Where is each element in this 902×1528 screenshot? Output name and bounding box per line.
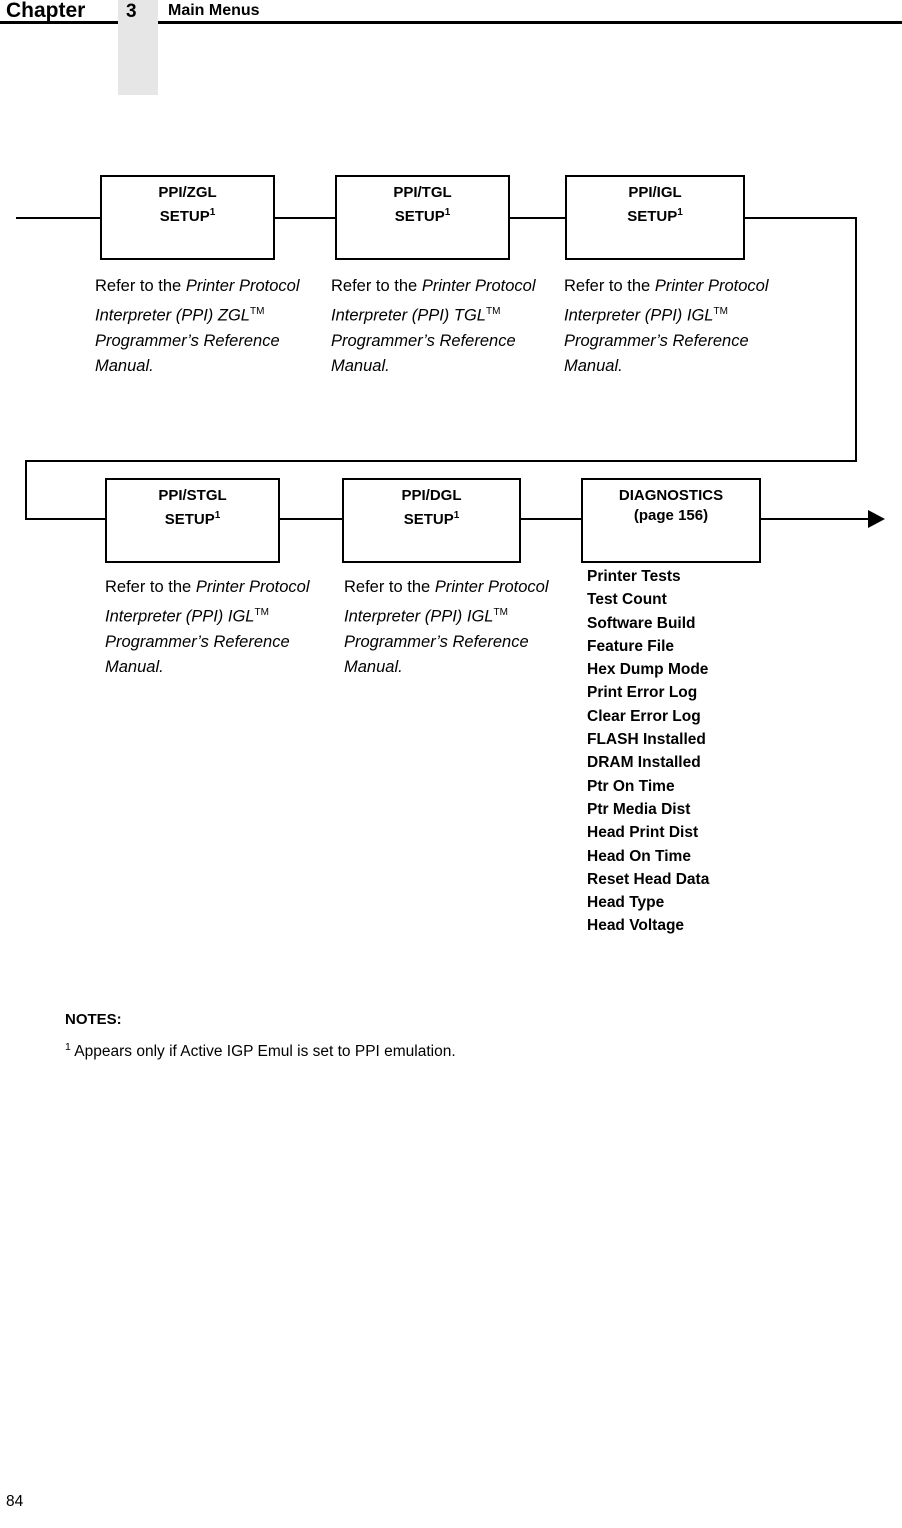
connector-box4-box5 — [280, 518, 342, 520]
trademark-mark: TM — [249, 306, 265, 317]
connector-box6-exit — [761, 518, 871, 520]
notes-heading: NOTES: — [65, 1011, 122, 1028]
footnote-marker: 1 — [209, 207, 216, 218]
footnote-marker: 1 — [453, 510, 460, 521]
footnote-marker: 1 — [214, 510, 221, 521]
header-rule-right — [158, 21, 902, 24]
diagnostics-item: Software Build — [587, 614, 696, 632]
flow-box-title-line2: SETUP1 — [403, 510, 460, 528]
connector-box2-box3 — [510, 217, 565, 219]
connector-entry-row2 — [25, 518, 105, 520]
diagnostics-item: Print Error Log — [587, 684, 698, 702]
reference-text-ppi-zgl: Refer to the Printer Protocol Interprete… — [95, 274, 305, 379]
diagnostics-item: Head Voltage — [587, 917, 685, 935]
page-number: 84 — [6, 1493, 24, 1510]
reference-lead: Refer to the — [331, 277, 422, 295]
page-header: Chapter 3 Main Menus — [0, 0, 902, 100]
reference-text-ppi-igl: Refer to the Printer Protocol Interprete… — [564, 274, 774, 379]
reference-manual-name: Printer Protocol Interpreter (PPI) IGL — [564, 277, 769, 325]
connector-wrap-down-left — [25, 460, 27, 520]
connector-wrap-vertical — [855, 217, 857, 462]
trademark-mark: TM — [254, 607, 269, 618]
diagnostics-item: DRAM Installed — [587, 754, 701, 772]
reference-text-ppi-stgl: Refer to the Printer Protocol Interprete… — [105, 575, 315, 680]
reference-text-ppi-tgl: Refer to the Printer Protocol Interprete… — [331, 274, 541, 379]
flow-box-title-line1: DIAGNOSTICS — [618, 487, 724, 504]
reference-manual-name: Printer Protocol Interpreter (PPI) ZGL — [95, 277, 300, 325]
flow-box-title-line1: PPI/STGL — [158, 487, 227, 504]
reference-manual-suffix: Programmer’s Reference Manual. — [344, 632, 529, 676]
reference-manual-suffix: Programmer’s Reference Manual. — [105, 632, 290, 676]
connector-box1-box2 — [275, 217, 335, 219]
reference-lead: Refer to the — [344, 578, 435, 596]
reference-lead: Refer to the — [95, 277, 186, 295]
diagnostics-item: Head On Time — [587, 847, 691, 865]
reference-manual-name: Printer Protocol Interpreter (PPI) IGL — [105, 578, 310, 626]
reference-lead: Refer to the — [564, 277, 655, 295]
reference-manual-name: Printer Protocol Interpreter (PPI) IGL — [344, 578, 549, 626]
flow-box-ppi-dgl-setup[interactable]: PPI/DGL SETUP1 — [342, 478, 521, 563]
flow-box-title-line2: SETUP1 — [394, 207, 451, 225]
flow-box-title-line2: SETUP1 — [164, 510, 221, 528]
header-rule-left — [0, 21, 118, 24]
connector-box3-wrap — [745, 217, 857, 219]
flow-box-diagnostics[interactable]: DIAGNOSTICS (page 156) — [581, 478, 761, 563]
connector-box5-box6 — [521, 518, 581, 520]
reference-manual-name: Printer Protocol Interpreter (PPI) TGL — [331, 277, 536, 325]
flow-box-ppi-tgl-setup[interactable]: PPI/TGL SETUP1 — [335, 175, 510, 260]
flow-box-ppi-zgl-setup[interactable]: PPI/ZGL SETUP1 — [100, 175, 275, 260]
footnote-marker: 1 — [444, 207, 451, 218]
chapter-tab — [118, 0, 158, 95]
chapter-number: 3 — [126, 1, 137, 22]
reference-lead: Refer to the — [105, 578, 196, 596]
flow-box-page-reference: (page 156) — [633, 507, 709, 524]
diagnostics-item: Head Print Dist — [587, 824, 699, 842]
diagnostics-item: Reset Head Data — [587, 870, 710, 888]
reference-manual-suffix: Programmer’s Reference Manual. — [564, 331, 749, 375]
footnote-marker: 1 — [65, 1041, 71, 1053]
page-title: Main Menus — [168, 2, 260, 19]
flow-box-title-line2: SETUP1 — [159, 207, 216, 225]
connector-wrap-return — [25, 460, 857, 462]
reference-text-ppi-dgl: Refer to the Printer Protocol Interprete… — [344, 575, 554, 680]
footnote-text: Appears only if Active IGP Emul is set t… — [70, 1043, 456, 1061]
diagnostics-item: Clear Error Log — [587, 707, 701, 725]
diagnostics-item: Test Count — [587, 591, 667, 609]
flow-box-ppi-igl-setup[interactable]: PPI/IGL SETUP1 — [565, 175, 745, 260]
diagnostics-item: Printer Tests — [587, 568, 681, 585]
flow-box-title-line1: PPI/TGL — [393, 184, 452, 201]
trademark-mark: TM — [485, 306, 501, 317]
diagnostics-item: Feature File — [587, 637, 674, 655]
reference-manual-suffix: Programmer’s Reference Manual. — [331, 331, 516, 375]
flow-box-title-line1: PPI/DGL — [401, 487, 462, 504]
chapter-label: Chapter — [6, 0, 86, 22]
diagnostics-item: FLASH Installed — [587, 731, 706, 749]
flow-box-title-line1: PPI/IGL — [628, 184, 682, 201]
footnote-marker: 1 — [677, 207, 683, 218]
trademark-mark: TM — [713, 306, 728, 317]
connector-entry-row1 — [16, 217, 100, 219]
reference-manual-suffix: Programmer’s Reference Manual. — [95, 331, 280, 375]
diagnostics-item: Head Type — [587, 894, 665, 912]
diagnostics-item: Ptr On Time — [587, 777, 675, 795]
flow-box-title-line2: SETUP1 — [627, 207, 683, 225]
trademark-mark: TM — [493, 607, 508, 618]
diagnostics-item: Hex Dump Mode — [587, 661, 709, 679]
notes-footnote: 1 Appears only if Active IGP Emul is set… — [65, 1036, 456, 1063]
flow-arrow-icon — [868, 510, 885, 528]
notes-block: NOTES: 1 Appears only if Active IGP Emul… — [65, 1010, 456, 1063]
diagnostics-item: Ptr Media Dist — [587, 800, 691, 818]
flow-box-ppi-stgl-setup[interactable]: PPI/STGL SETUP1 — [105, 478, 280, 563]
flow-box-title-line1: PPI/ZGL — [158, 184, 217, 201]
